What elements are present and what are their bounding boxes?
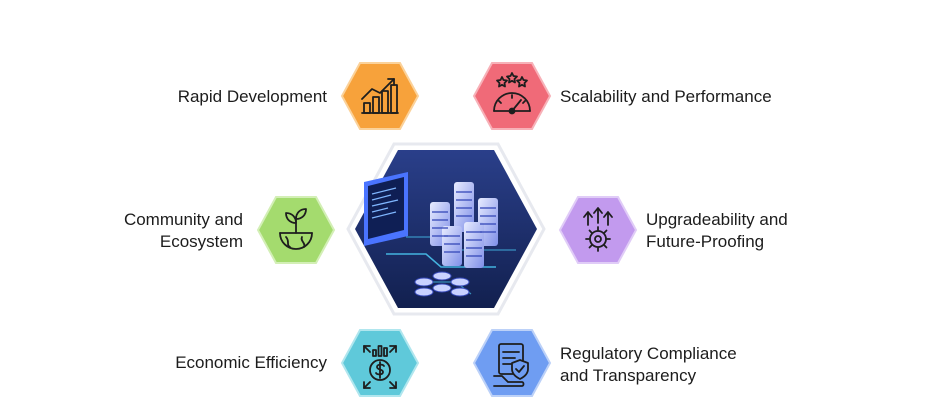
growth-chart-icon [361,78,399,114]
gear-arrows-icon [583,207,613,252]
feature-label-rapid-development: Rapid Development [177,87,327,106]
feature-hex-regulatory [472,328,552,398]
dollar-coin-icon [363,345,397,389]
feature-hex-rapid-development [340,61,420,131]
feature-label-upgradeability: Upgradeability and Future-Proofing [646,210,788,251]
feature-label-scalability: Scalability and Performance [560,87,772,106]
feature-hex-community [256,195,336,265]
globe-sprout-icon [279,208,313,250]
feature-label-economic: Economic Efficiency [175,353,327,372]
feature-label-regulatory: Regulatory Compliance and Transparency [560,344,737,385]
server-infrastructure-illustration [346,142,546,316]
feature-hex-upgradeability [558,195,638,265]
compliance-document-icon [493,343,529,387]
feature-label-community: Community and Ecosystem [123,210,243,251]
feature-hex-scalability [472,61,552,131]
feature-hex-economic [340,328,420,398]
speedometer-stars-icon [493,72,531,115]
